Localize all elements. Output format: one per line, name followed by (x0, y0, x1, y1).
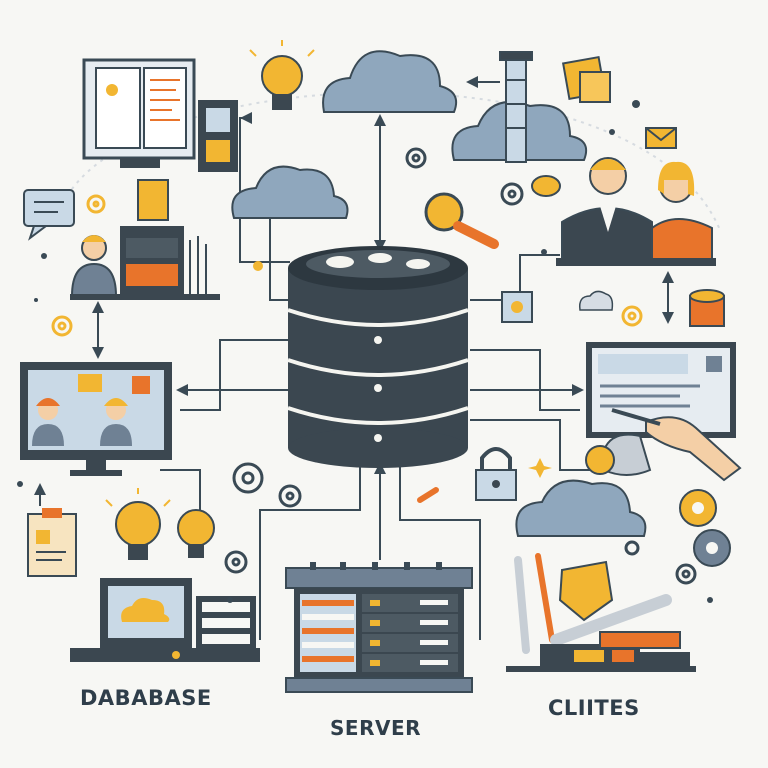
connector-server-left (259, 465, 361, 640)
connector-right-lower (470, 349, 580, 411)
database-cylinder-icon (287, 246, 469, 468)
sticky-note-icon (561, 55, 611, 103)
document-monitor-icon (82, 58, 238, 172)
database-label: DABABASE (80, 686, 212, 710)
arrow-heads (34, 76, 674, 495)
arrow-head (374, 114, 386, 126)
gear-icon (51, 315, 73, 337)
server-label: SERVER (330, 716, 422, 740)
mini-device-icon (501, 291, 533, 323)
connector-lines (97, 81, 669, 640)
sparkle-icon (528, 458, 552, 478)
arrow-head (466, 76, 478, 88)
arrow-head (176, 384, 188, 396)
file-cabinet-icon (70, 179, 220, 300)
antenna-tower-icon (499, 51, 533, 163)
connector-right-hand (470, 419, 590, 471)
magnifier-icon (424, 192, 499, 249)
clipboard-icon (27, 508, 77, 577)
gear-icon (621, 305, 643, 327)
arrow-head (374, 240, 386, 252)
arrow-head (92, 347, 104, 359)
arrow-head (240, 112, 252, 124)
hand-with-pen-icon (585, 408, 742, 482)
connector-server-right (399, 465, 481, 640)
gear-icon (86, 194, 106, 214)
arrow-head (92, 301, 104, 313)
database-computer-icon (70, 578, 260, 662)
desk-surface (556, 258, 716, 266)
gear-icon (405, 147, 427, 169)
coin-stack-icon (689, 289, 725, 327)
lightbulb-icon (105, 488, 171, 560)
pen-icon (417, 487, 439, 503)
gear-icon (675, 563, 697, 585)
gear-icon (693, 529, 731, 567)
clients-label: CLIITES (548, 696, 640, 720)
chat-bubble-icon (531, 175, 561, 197)
person-icon (70, 235, 118, 297)
gear-icon (278, 484, 302, 508)
cloud-icon-left (231, 165, 349, 219)
gear-icon (500, 182, 524, 206)
connector-right-people (470, 254, 560, 301)
arrow-head (34, 483, 46, 495)
tools-cluster-icon (506, 553, 696, 672)
arrow-head (662, 271, 674, 283)
cloud-icon-top (322, 50, 458, 113)
chat-bubble-icon (23, 189, 75, 241)
person-icon-woman (651, 161, 713, 263)
cloud-small-icon (578, 290, 614, 311)
gear-icon (224, 550, 248, 574)
cloud-icon-bottom-right (515, 479, 647, 537)
person-icon-man (561, 157, 653, 263)
arrow-head (374, 462, 386, 474)
gear-icon (232, 462, 264, 494)
gear-icon (624, 540, 640, 556)
decorative-arc (59, 91, 721, 231)
gear-icon (679, 489, 717, 527)
server-rack-icon (285, 562, 473, 693)
lightbulb-icon (249, 40, 315, 110)
padlock-icon (475, 447, 517, 501)
arrow-head (572, 384, 584, 396)
arrow-head (662, 312, 674, 324)
monitor-icon-left (20, 362, 172, 476)
envelope-icon (645, 127, 677, 149)
lightbulb-icon (177, 509, 215, 558)
monitor-icon-right (586, 342, 736, 438)
decorative-dots (17, 100, 713, 603)
connector-left-lower (180, 339, 290, 411)
